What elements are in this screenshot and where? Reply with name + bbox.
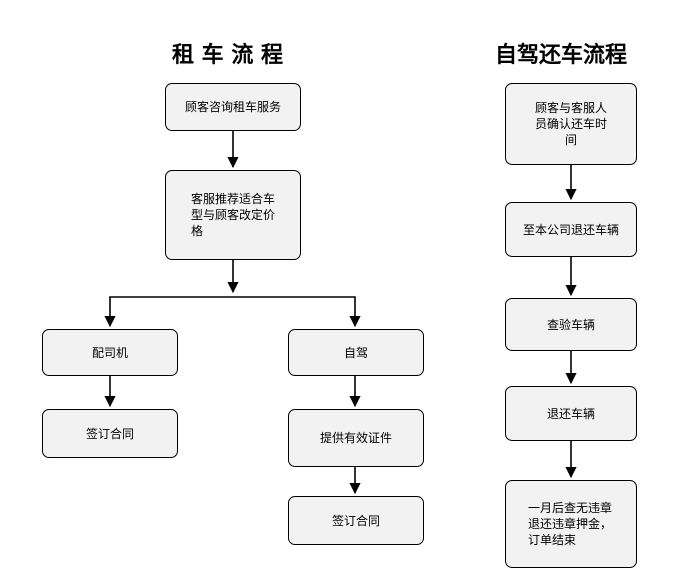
step-inspect-vehicle: 查验车辆 [505,298,637,351]
step-confirm-return-time-label: 顾客与客服人员确认还车时间 [534,101,607,147]
option-self-drive-label: 自驾 [343,345,368,360]
rental-process-title: 租 车 流 程 [172,42,283,68]
option-with-driver-label: 配司机 [91,345,128,360]
step-refund-deposit-finish: 一月后查无违章退还违章押金，订单结束 [505,480,637,568]
return-process-title: 自驾还车流程 [495,42,628,68]
step-confirm-return-time: 顾客与客服人员确认还车时间 [505,83,637,165]
step-self-sign-contract-label: 签订合同 [331,513,380,528]
step-self-sign-contract: 签订合同 [288,496,424,545]
step-driver-sign-contract: 签订合同 [42,409,178,458]
option-with-driver: 配司机 [42,329,178,376]
step-driver-sign-contract-label: 签订合同 [85,426,134,441]
step-recommend-and-price: 客服推荐适合车型与顾客改定价格 [165,170,301,260]
step-provide-documents-label: 提供有效证件 [319,431,392,445]
branch-line [109,296,356,318]
step-inspect-vehicle-label: 查验车辆 [546,317,595,332]
step-return-vehicle: 退还车辆 [505,386,637,441]
step-return-to-company-label: 至本公司退还车辆 [522,222,619,237]
step-customer-inquiry: 顾客咨询租车服务 [165,83,301,131]
step-provide-documents: 提供有效证件 [288,409,424,467]
step-customer-inquiry-label: 顾客咨询租车服务 [184,100,281,114]
step-refund-deposit-finish-label: 一月后查无违章退还违章押金，订单结束 [528,501,613,547]
step-return-vehicle-label: 退还车辆 [546,406,595,421]
step-return-to-company: 至本公司退还车辆 [505,202,637,257]
step-recommend-and-price-label: 客服推荐适合车型与顾客改定价格 [191,192,276,238]
option-self-drive: 自驾 [288,329,424,376]
